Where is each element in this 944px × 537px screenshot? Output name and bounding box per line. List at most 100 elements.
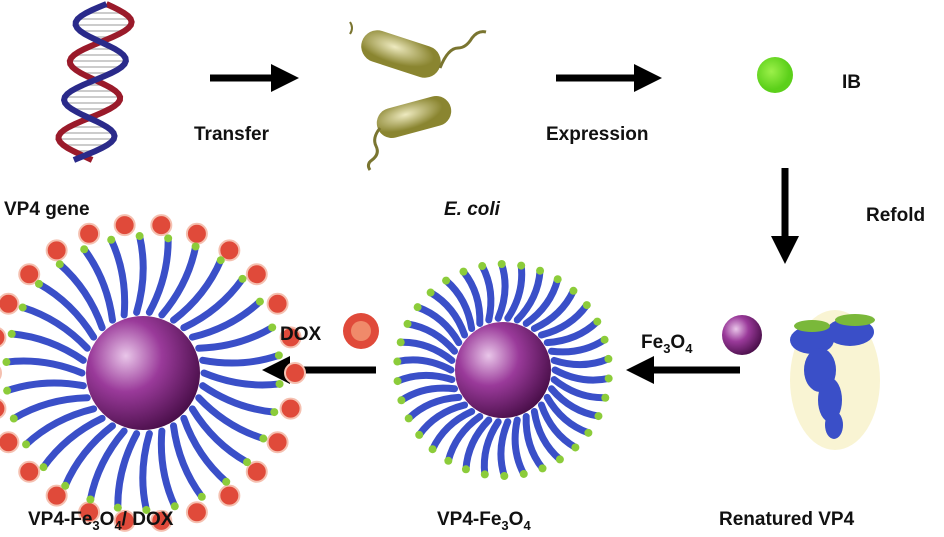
- vp4-protein: [80, 245, 116, 324]
- dox-molecule: [18, 263, 41, 286]
- vp4-protein: [35, 280, 98, 341]
- vp4-tip: [604, 374, 613, 383]
- label-ib: IB: [842, 72, 861, 93]
- dox-molecule: [45, 239, 68, 262]
- protein-domain: [818, 378, 842, 422]
- vp4-protein: [530, 407, 564, 463]
- dox-molecule: [284, 362, 306, 384]
- label-transfer: Transfer: [194, 124, 270, 145]
- vp4-protein: [145, 234, 172, 316]
- vp4-protein: [537, 301, 591, 339]
- vp4-tip: [22, 440, 31, 449]
- vp4-tip: [459, 267, 468, 276]
- dox-molecule: [185, 222, 208, 245]
- vp4-tip: [594, 412, 603, 421]
- vp4-protein: [199, 382, 278, 416]
- vp4-protein: [415, 401, 469, 439]
- vp4-tip: [86, 495, 95, 504]
- vp4-tip: [170, 502, 179, 511]
- vp4-protein: [200, 369, 284, 389]
- vp4-tip: [55, 260, 64, 269]
- vp4-tip: [243, 458, 252, 467]
- vp4-protein: [188, 405, 251, 466]
- dna-helix-icon: [55, 1, 135, 163]
- vp4-protein: [56, 260, 106, 332]
- label-refold: Refold: [866, 205, 925, 226]
- vp4-tip: [569, 286, 578, 295]
- dox-molecule: [18, 460, 41, 483]
- vp4-tip: [519, 469, 528, 478]
- vp4-tip: [268, 323, 277, 332]
- vp4-protein: [397, 338, 456, 364]
- vp4-tip: [426, 288, 435, 297]
- vp4-tip: [571, 443, 580, 452]
- vp4-protein: [394, 371, 456, 385]
- vp4-protein: [427, 289, 469, 339]
- vp4-protein: [550, 355, 612, 369]
- vp4-tip: [107, 235, 116, 244]
- vp4-protein: [10, 394, 91, 423]
- vp4-tip: [555, 455, 564, 464]
- vp4-protein: [547, 336, 609, 356]
- vp4-tip: [461, 465, 470, 474]
- vp4-tip: [404, 414, 413, 423]
- dox-molecule: [78, 222, 101, 245]
- vp4-tip: [191, 242, 200, 251]
- vp4-tip: [396, 338, 405, 347]
- vp4-tip: [259, 434, 268, 443]
- protein-domain: [790, 326, 834, 354]
- vp4-protein: [114, 430, 141, 512]
- vp4-tip: [442, 276, 451, 285]
- vp4-tip: [517, 261, 526, 270]
- dox-molecule: [266, 292, 289, 315]
- vp4-protein: [511, 416, 528, 478]
- vp4-protein: [462, 416, 493, 473]
- vp4-tip: [197, 492, 206, 501]
- vp4-protein: [393, 356, 455, 374]
- inclusion-body-icon: [757, 57, 793, 93]
- dox-molecule: [45, 484, 68, 507]
- vp4-protein: [195, 323, 276, 352]
- vp4-tip: [601, 393, 610, 402]
- dox-molecule: [113, 509, 136, 532]
- vp4-tip: [497, 260, 506, 269]
- vp4-tip: [135, 232, 144, 241]
- label-vp4-fe3o4-dox: VP4-Fe3O4/ DOX: [28, 509, 174, 533]
- vp4-protein: [504, 262, 526, 322]
- dox-molecule: [245, 460, 268, 483]
- label-vp4-fe3o4: VP4-Fe3O4: [437, 509, 531, 533]
- dox-molecule: [218, 239, 241, 262]
- fe3o4-particle-icon: [722, 315, 762, 355]
- vp4-protein: [513, 267, 544, 324]
- vp4-tip: [593, 317, 602, 326]
- vp4-tip: [39, 463, 48, 472]
- dox-molecule: [0, 366, 2, 380]
- vp4-protein: [170, 256, 225, 324]
- vp4-tip: [238, 274, 247, 283]
- dox-molecule: [0, 398, 7, 419]
- vp4-tip: [584, 428, 593, 437]
- protein-domain: [825, 411, 843, 439]
- dox-molecule-icon: [343, 313, 379, 349]
- vp4-protein: [459, 268, 484, 327]
- vp4-tip: [415, 430, 424, 439]
- vp4-tip: [413, 303, 422, 312]
- vp4-protein: [139, 430, 153, 514]
- vp4-protein: [8, 330, 87, 364]
- dox-molecule: [0, 292, 20, 315]
- vp4-tip: [500, 471, 509, 480]
- label-renatured-vp4: Renatured VP4: [719, 509, 855, 530]
- vp4-tip: [538, 464, 547, 473]
- dox-molecule: [218, 484, 241, 507]
- vp4-protein: [157, 427, 179, 510]
- vp4-protein: [543, 318, 601, 347]
- vp4-tip: [275, 379, 284, 388]
- ecoli-bacteria-icon: [349, 21, 487, 171]
- vp4-tip: [2, 358, 11, 367]
- dox-molecule: [279, 397, 302, 420]
- vp4-protein: [429, 407, 476, 453]
- vp4-tip: [397, 396, 406, 405]
- fe3o4-core: [86, 316, 200, 430]
- vp4-tip: [553, 275, 562, 284]
- label-ecoli: E. coli: [444, 199, 501, 220]
